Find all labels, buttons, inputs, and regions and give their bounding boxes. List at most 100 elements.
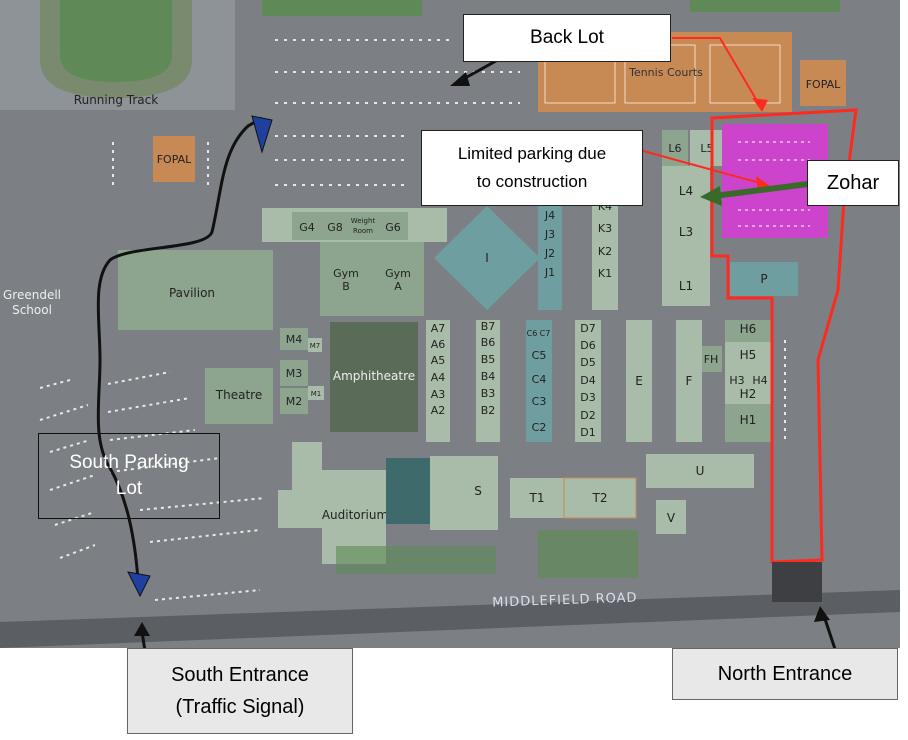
- svg-text:J4: J4: [544, 209, 555, 222]
- svg-text:L6: L6: [668, 142, 681, 155]
- south-parking-line2: Lot: [115, 478, 143, 499]
- fopal-building-2: FOPAL: [800, 60, 846, 106]
- fopal-building-1: FOPAL: [153, 136, 195, 182]
- north-entrance-callout: North Entrance: [672, 648, 898, 700]
- svg-text:H2: H2: [740, 387, 757, 401]
- svg-text:A7: A7: [431, 322, 446, 335]
- north-entrance-label: North Entrance: [717, 662, 853, 685]
- north-entrance-drive: [772, 562, 822, 602]
- amphitheatre: Amphitheatre: [330, 322, 418, 432]
- svg-text:K1: K1: [598, 267, 612, 280]
- svg-text:FH: FH: [704, 353, 719, 366]
- svg-text:A2: A2: [431, 404, 446, 417]
- h-wing: H6 H5 H3 H4 H2 H1: [725, 320, 771, 442]
- zohar-callout: Zohar: [807, 160, 899, 206]
- b-wing: B7 B6 B5 B4 B3 B2: [476, 320, 500, 442]
- svg-text:C3: C3: [532, 395, 547, 408]
- building-fh: FH: [702, 346, 722, 372]
- building-p: P: [730, 262, 798, 296]
- svg-text:D7: D7: [580, 322, 595, 335]
- l-wing: L6 L5 L4 L3 L1: [662, 130, 724, 306]
- svg-text:L3: L3: [679, 225, 693, 239]
- svg-text:H4: H4: [752, 374, 767, 387]
- k-wing: K4 K3 K2 K1: [592, 196, 618, 310]
- road-label: MIDDLEFIELD ROAD: [492, 590, 638, 610]
- route-arrow-end-south: [127, 571, 151, 598]
- c-wing: C6 C7 C5 C4 C3 C2: [526, 320, 552, 442]
- red-callout-lines: [639, 37, 770, 192]
- south-lot-stripes: [39, 371, 266, 601]
- svg-text:T2: T2: [592, 491, 608, 505]
- zohar-label: Zohar: [826, 171, 880, 194]
- d-wing: D7 D6 D5 D4 D3 D2 D1: [575, 320, 601, 442]
- svg-text:B7: B7: [481, 320, 496, 333]
- m-buildings: M4 M7 M3 M2 M1: [280, 328, 324, 414]
- svg-text:I: I: [485, 251, 489, 265]
- svg-text:K3: K3: [598, 222, 612, 235]
- limited-parking-callout: Limited parking due to construction: [421, 130, 643, 206]
- svg-text:M1: M1: [311, 390, 322, 398]
- building-t2: T2: [563, 477, 637, 519]
- south-entrance-line1: South Entrance: [171, 664, 309, 686]
- back-lot-stripes: [275, 39, 520, 186]
- south-entrance-line2: (Traffic Signal): [175, 696, 305, 718]
- svg-text:C2: C2: [532, 421, 547, 434]
- pavilion: Pavilion: [118, 250, 273, 330]
- building-f: F: [676, 320, 702, 442]
- svg-text:L4: L4: [679, 184, 693, 198]
- route-arrow-end-north: [251, 115, 273, 154]
- svg-text:H5: H5: [740, 348, 757, 362]
- building-v: V: [656, 500, 686, 534]
- svg-text:B: B: [342, 280, 350, 293]
- back-lot-callout: Back Lot: [463, 14, 671, 62]
- svg-text:D5: D5: [580, 356, 595, 369]
- svg-text:J1: J1: [544, 266, 555, 279]
- svg-text:S: S: [474, 484, 482, 498]
- svg-text:M2: M2: [286, 395, 303, 408]
- svg-text:L5: L5: [700, 142, 713, 155]
- greendell-label: Greendell: [3, 288, 61, 302]
- svg-text:A5: A5: [431, 354, 446, 367]
- svg-text:Auditorium: Auditorium: [322, 508, 388, 522]
- svg-text:A6: A6: [431, 338, 446, 351]
- svg-text:A3: A3: [431, 388, 446, 401]
- svg-text:D6: D6: [580, 339, 595, 352]
- svg-text:H3: H3: [729, 374, 744, 387]
- svg-text:C4: C4: [532, 373, 547, 386]
- svg-text:P: P: [760, 272, 767, 286]
- middlefield-road: [0, 590, 900, 648]
- south-parking-callout: South Parking Lot: [38, 433, 220, 519]
- svg-text:Weight: Weight: [351, 217, 376, 225]
- svg-text:C5: C5: [532, 349, 547, 362]
- gym-complex: G4 G8 Weight Room G6 Gym B Gym A: [262, 208, 447, 316]
- svg-text:M3: M3: [286, 367, 303, 380]
- limited-parking-line1: Limited parking due: [457, 144, 607, 163]
- theatre: Theatre: [205, 368, 273, 424]
- svg-text:Gym: Gym: [333, 267, 359, 280]
- svg-text:B3: B3: [481, 387, 496, 400]
- south-entrance-callout: South Entrance (Traffic Signal): [127, 648, 353, 734]
- svg-text:FOPAL: FOPAL: [157, 153, 192, 166]
- back-lot-label: Back Lot: [530, 27, 604, 48]
- building-i: I: [434, 206, 540, 310]
- svg-text:C7: C7: [540, 329, 551, 338]
- greendell-label-2: School: [12, 303, 52, 317]
- svg-text:T1: T1: [529, 491, 545, 505]
- svg-text:K2: K2: [598, 245, 612, 258]
- svg-text:D2: D2: [580, 409, 595, 422]
- auditorium: Auditorium: [278, 442, 388, 564]
- j-wing: J4 J3 J2 J1: [538, 206, 562, 310]
- svg-text:D1: D1: [580, 426, 595, 439]
- svg-text:H1: H1: [740, 413, 757, 427]
- svg-text:F: F: [686, 374, 693, 388]
- svg-text:G6: G6: [385, 221, 401, 234]
- building-t1: T1: [510, 478, 564, 518]
- svg-text:Running Track: Running Track: [74, 93, 158, 107]
- svg-text:B2: B2: [481, 404, 496, 417]
- svg-text:Room: Room: [353, 227, 373, 235]
- svg-text:C6: C6: [527, 329, 538, 338]
- svg-text:J3: J3: [544, 228, 555, 241]
- svg-text:Amphitheatre: Amphitheatre: [333, 369, 415, 383]
- svg-text:FOPAL: FOPAL: [806, 78, 841, 91]
